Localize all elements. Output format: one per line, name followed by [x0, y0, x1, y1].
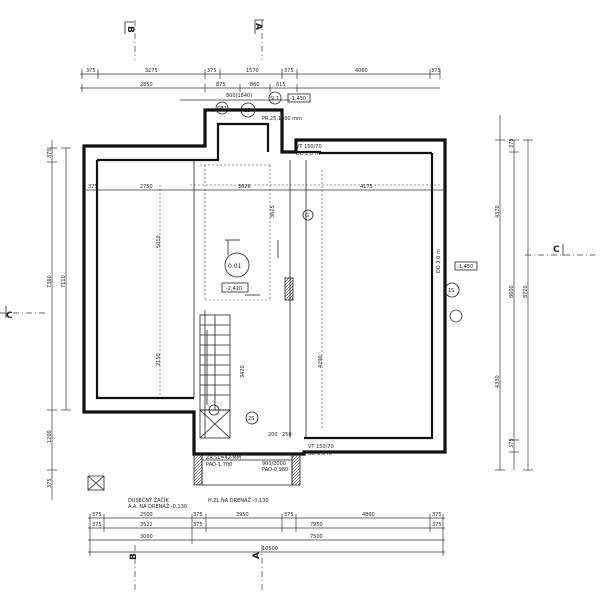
- exterior-walls: [82, 108, 447, 456]
- right-dim-3: 8600: [509, 285, 515, 298]
- left-dim-5: 375: [47, 478, 53, 488]
- inner-dim-3: 3626: [238, 184, 251, 190]
- marker-2s: 2S: [248, 416, 254, 422]
- top-dim-3: 375: [207, 68, 217, 74]
- right-dim-2: 375: [509, 138, 515, 148]
- note-step-dim-2: PAO-1,700: [206, 462, 232, 468]
- right-dim-1: 4370: [495, 205, 501, 218]
- top-dim-4: 1570: [246, 68, 259, 74]
- marker-1s-top: 1S: [244, 108, 250, 114]
- bottom-dim-6: 4860: [362, 512, 375, 518]
- annotations: VT 150/70 DD 2,0 m PR.25,1860 mm VT 150/…: [128, 116, 442, 510]
- section-mark-a-bottom: A: [252, 552, 262, 559]
- bottom-dim-2: 2500: [140, 512, 153, 518]
- note-small-dim-1: 200: [268, 432, 278, 438]
- level-right: -1,450: [457, 264, 473, 270]
- staircase: [199, 314, 231, 439]
- room-label: 0.01 -2,410: [221, 252, 250, 293]
- bottom-dim-row3-1: 3000: [140, 534, 153, 540]
- note-dd-bottom: DD 2,0 m: [308, 451, 332, 457]
- left-dim-2: 7360: [47, 275, 53, 288]
- note-step-dim: ZR.SL=42 MM: [206, 455, 241, 461]
- note-door-dim-1: 900/2000: [262, 461, 286, 467]
- left-dim-4: 1200: [47, 430, 53, 443]
- inner-dim-6: 3625: [270, 205, 276, 218]
- note-vt-bottom: VT 150/70: [308, 444, 334, 450]
- bottom-dim-row3-2: 7500: [310, 534, 323, 540]
- note-chimney: DD 3,0 m: [436, 249, 442, 273]
- note-zpd: PR.25,1860 mm: [262, 116, 302, 122]
- note-dd-top: DD 2,0 m: [296, 151, 320, 157]
- section-mark-c-right: C: [553, 245, 560, 255]
- bottom-dim-row2-3: 375: [193, 522, 203, 528]
- section-mark-b-top: B: [125, 26, 135, 33]
- bottom-dim-total: 10500: [262, 546, 278, 552]
- inner-dim-4: 4175: [360, 184, 373, 190]
- inner-dim-2: 2750: [140, 184, 153, 190]
- inner-dim-1: 375: [88, 184, 98, 190]
- bottom-dim-5: 375: [284, 512, 294, 518]
- inner-dim-7: 4290: [318, 355, 324, 368]
- top-dim-row2-4: 615: [276, 82, 286, 88]
- left-dim-1: 375: [47, 148, 53, 158]
- note-vt-top: VT 150/70: [296, 144, 322, 150]
- note-small-dim-2: 250: [282, 432, 292, 438]
- marker-g: G: [305, 213, 309, 219]
- level-top: -1,450: [290, 96, 306, 102]
- bottom-dim-row2-2: 3522: [140, 522, 153, 528]
- marker-sl1: SL1: [270, 96, 279, 102]
- bottom-dimension-lines: 375 2500 375 3950 375 4860 375 375 3522 …: [88, 512, 445, 556]
- section-mark-b-bottom: B: [129, 553, 139, 560]
- bottom-dim-3: 375: [193, 512, 203, 518]
- top-dimension-lines: 375 3275 375 1570 375 4060 375 2850 875 …: [80, 68, 441, 101]
- section-mark-a-top: A: [253, 23, 263, 30]
- top-dim-row2-1: 2850: [140, 82, 153, 88]
- top-dim-row2-total: 800(1840): [226, 93, 252, 99]
- section-marks: B A B A C C: [0, 19, 595, 590]
- note-door-dim-2: PAO-0,980: [262, 467, 288, 473]
- left-dim-3: 7110: [61, 275, 67, 288]
- inner-dim-5: 5010: [156, 235, 162, 248]
- bottom-dim-4: 3950: [236, 512, 249, 518]
- note-ramp-sub: A.A. NA DRENÁŽ -0,130: [128, 502, 187, 510]
- bottom-dim-7: 375: [432, 512, 442, 518]
- room-number: 0.01: [228, 263, 242, 270]
- markers: SB1 1S SL1 -1,450 1S -1,450 G 2S: [208, 91, 478, 425]
- section-mark-c-left: C: [6, 311, 13, 321]
- right-dim-6: 375: [509, 438, 515, 448]
- top-dim-row2-3: 860: [250, 82, 260, 88]
- bottom-dim-row2-4: 7950: [310, 522, 323, 528]
- marker-sb1: SB1: [217, 106, 227, 112]
- note-ramp: DÚSEČNÝ ŽAČÍK: [128, 496, 169, 504]
- bottom-dim-1: 375: [92, 512, 102, 518]
- marker-1s-right: 1S: [448, 288, 454, 294]
- inner-dim-8: 3420: [240, 365, 246, 378]
- right-dim-4: 8720: [523, 285, 529, 298]
- bottom-dim-row2-5: 375: [432, 522, 442, 528]
- top-dim-5: 375: [284, 68, 294, 74]
- top-dim-7: 375: [431, 68, 441, 74]
- inner-dim-9: 2150: [156, 353, 162, 366]
- top-dim-1: 375: [86, 68, 96, 74]
- entrance-porch: [87, 454, 301, 491]
- right-dimension-lines: 4370 375 8600 8720 4330 375: [495, 115, 533, 471]
- top-dim-row2-2: 875: [216, 82, 226, 88]
- right-dim-5: 4330: [495, 375, 501, 388]
- inner-structure: 375 2750 3626 4175 5010 3625 4290 3420 2…: [84, 160, 445, 438]
- left-dimension-lines: 375 7360 7110 1200 375: [47, 140, 71, 500]
- top-dim-2: 3275: [145, 68, 158, 74]
- room-level: -2,410: [226, 286, 242, 292]
- bottom-dim-row2-1: 375: [92, 522, 102, 528]
- note-hzl: H.ZL NA DRENÁŽ -0,130: [208, 496, 269, 504]
- top-dim-6: 4060: [355, 68, 368, 74]
